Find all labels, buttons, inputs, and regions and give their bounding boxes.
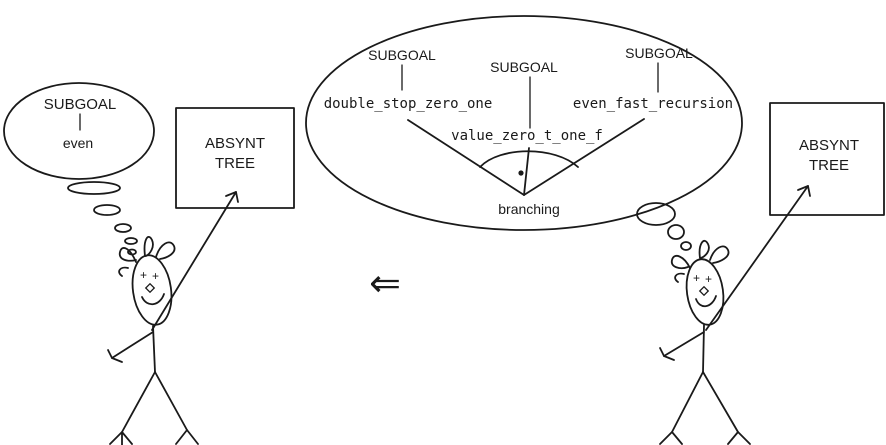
tree-branch-right: [523, 118, 645, 196]
left-leg-2: [154, 371, 188, 431]
branching-node-dot: [518, 170, 524, 176]
left-nose: [144, 282, 156, 294]
direction-arrow: ⇐: [369, 263, 401, 305]
right-box-frame: [769, 102, 885, 216]
right-raised-arm: [705, 185, 809, 331]
right-eye-2: +: [705, 272, 712, 286]
right-hair-curl-2: [698, 239, 710, 259]
goal-label-middle: value_zero_t_one_f: [451, 128, 603, 144]
tree-branch-left: [407, 119, 525, 196]
right-nose: [698, 285, 710, 297]
left-absynt-box: ABSYNT TREE: [175, 107, 295, 209]
left-head: [131, 254, 173, 326]
right-stick-figure: + +: [659, 185, 811, 445]
left-goal-label: even: [63, 135, 93, 151]
goal-label-right: even_fast_recursion: [573, 96, 733, 112]
right-thought-trail: [636, 202, 692, 251]
right-thought-bubble: SUBGOAL SUBGOAL SUBGOAL double_stop_zero…: [305, 15, 743, 231]
left-box-frame: [175, 107, 295, 209]
left-hair-curl-2: [143, 235, 154, 257]
left-eye-2: +: [152, 269, 159, 283]
left-trail-bubble-2: [93, 204, 121, 216]
left-raised-hand: [225, 191, 239, 203]
right-leg-2: [702, 371, 739, 433]
left-leg-1: [121, 371, 156, 433]
left-mouth: [141, 293, 165, 306]
right-lower-arm: [663, 331, 705, 357]
left-torso: [152, 325, 156, 373]
subgoal-label-right: SUBGOAL: [625, 45, 693, 61]
left-box-line2: TREE: [215, 155, 255, 172]
right-trail-bubble-2: [667, 224, 685, 240]
subgoal-label-left: SUBGOAL: [368, 47, 436, 63]
root-label: branching: [498, 201, 560, 217]
right-lower-hand: [659, 347, 675, 361]
tree-branch-middle: [523, 147, 530, 196]
left-thought-bubble: SUBGOAL even: [3, 82, 155, 180]
left-double-arrow: ⇐: [369, 263, 401, 305]
right-absynt-box: ABSYNT TREE: [769, 102, 885, 216]
left-hair-curl-4: [118, 266, 129, 277]
right-hair-curl-1: [670, 254, 691, 270]
left-stick-figure: + +: [107, 191, 239, 445]
right-raised-hand: [797, 185, 811, 197]
left-subgoal-label: SUBGOAL: [44, 96, 117, 113]
left-trail-bubble-1: [67, 181, 121, 195]
right-thought-ellipse: [305, 15, 743, 231]
right-trail-bubble-3: [680, 241, 692, 251]
subgoal-label-middle: SUBGOAL: [490, 59, 558, 75]
left-thought-ellipse: [3, 82, 155, 180]
right-box-line2: TREE: [809, 157, 849, 174]
left-box-line1: ABSYNT: [205, 135, 265, 152]
left-foot-1: [109, 431, 133, 445]
left-hair-curl-3: [155, 241, 176, 260]
left-lower-arm: [111, 331, 154, 359]
right-foot-2: [727, 431, 751, 445]
left-trail-bubble-4: [124, 237, 138, 245]
left-hair-curl-1: [118, 247, 137, 263]
branching-node-arc: [479, 150, 579, 168]
right-mouth: [695, 295, 717, 308]
left-thought-trail: [67, 181, 138, 256]
right-hair-curl-4: [674, 272, 685, 283]
left-eye-1: +: [140, 268, 147, 282]
goal-label-left: double_stop_zero_one: [324, 96, 493, 112]
left-trail-bubble-3: [114, 223, 132, 233]
right-foot-1: [659, 431, 683, 445]
left-lower-hand: [107, 349, 123, 363]
right-leg-1: [671, 371, 704, 433]
left-foot-2: [175, 429, 199, 445]
right-eye-1: +: [693, 271, 700, 285]
right-trail-bubble-1: [636, 202, 676, 226]
right-box-line1: ABSYNT: [799, 137, 859, 154]
left-raised-arm: [151, 191, 237, 331]
right-hair-curl-3: [709, 245, 730, 264]
